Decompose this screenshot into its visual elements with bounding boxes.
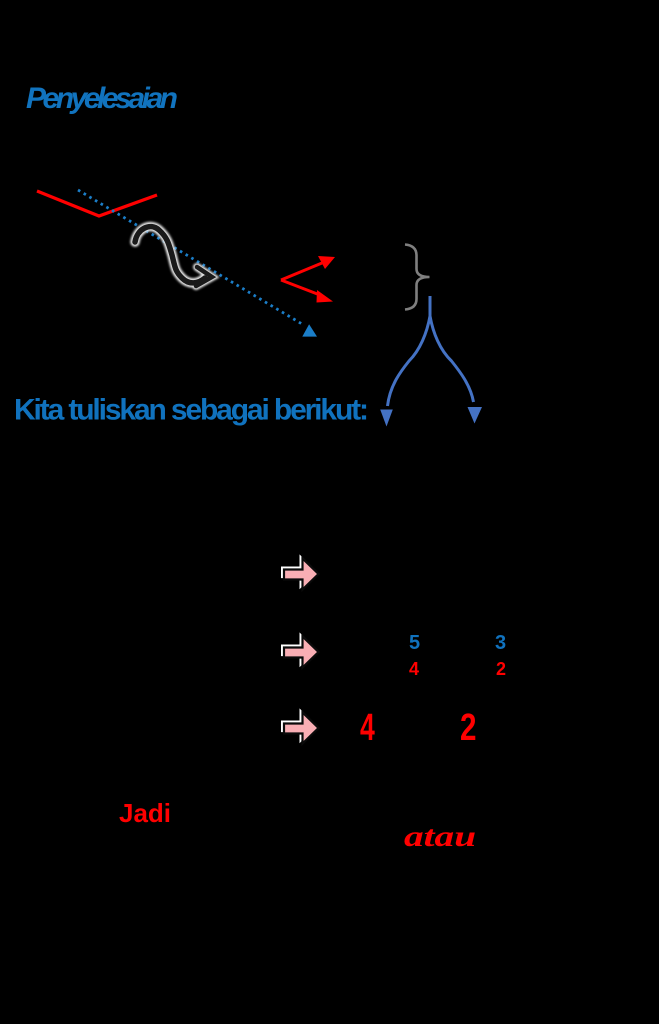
svg-text:4: 4 [409,659,419,679]
svg-text:2: 2 [460,707,476,749]
svg-text:Kita tuliskan sebagai berikut:: Kita tuliskan sebagai berikut: [14,394,369,427]
svg-text:Jadi: Jadi [119,798,171,828]
svg-text:atau: atau [404,819,476,852]
svg-text:2: 2 [496,659,506,679]
svg-text:Penyelesaian: Penyelesaian [26,82,178,115]
svg-text:5: 5 [409,632,420,654]
svg-text:3: 3 [495,632,506,654]
svg-text:4: 4 [360,705,375,748]
